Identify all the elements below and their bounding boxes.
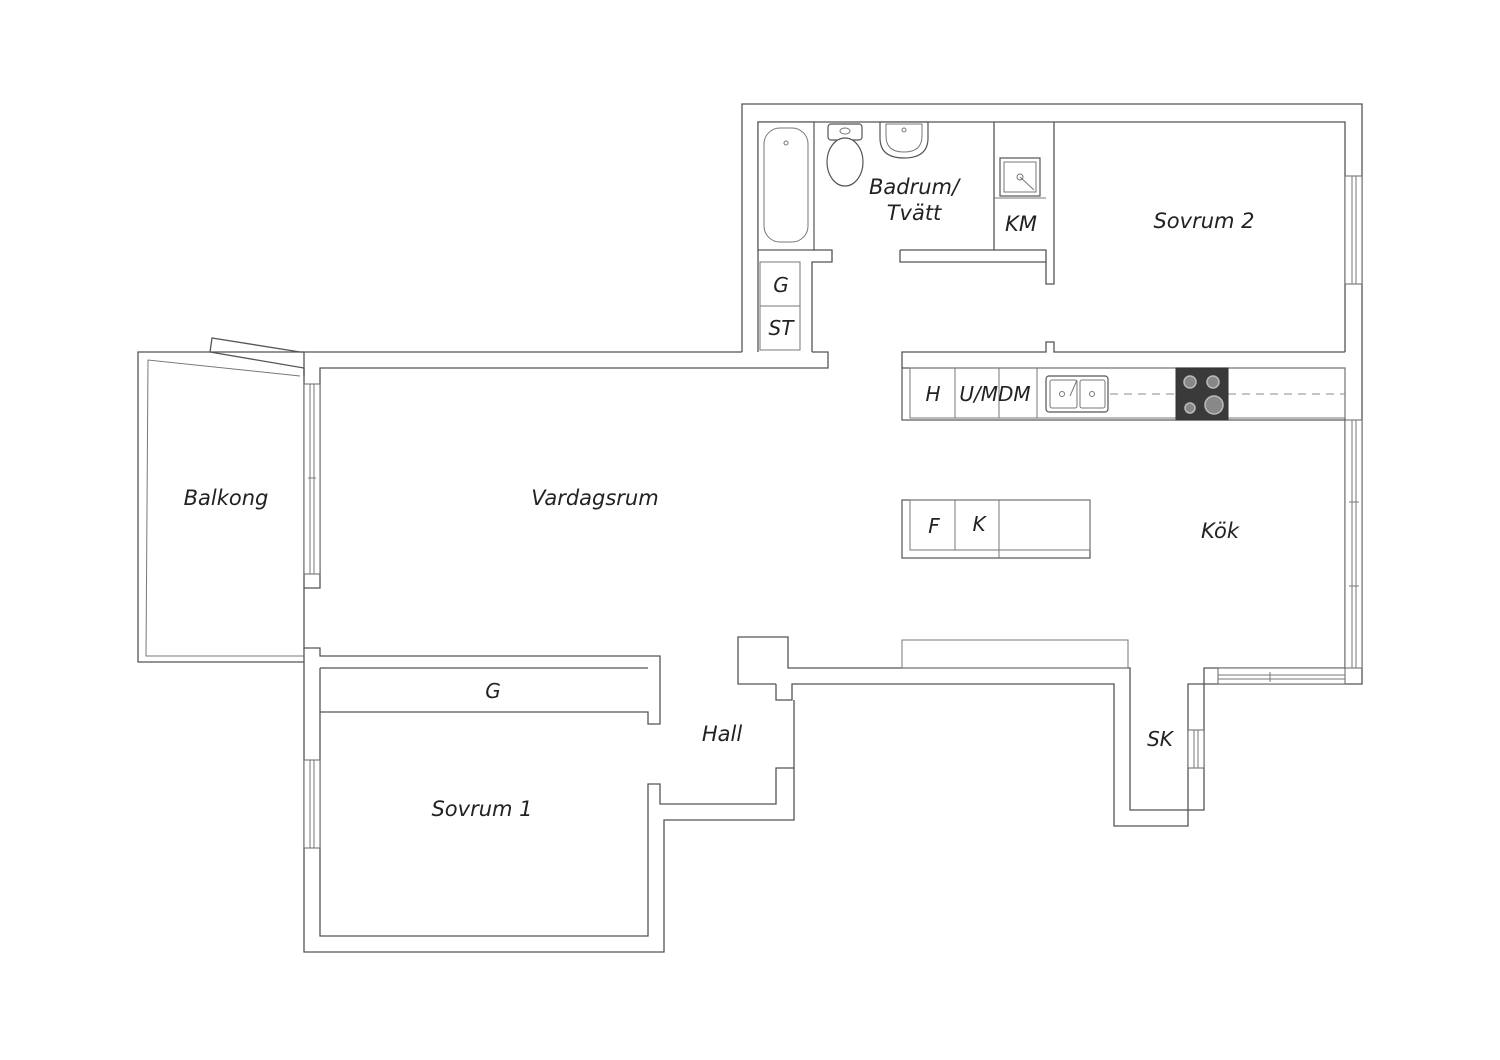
wall-bath-bottom	[811, 249, 833, 352]
window-sk	[1187, 729, 1205, 769]
label-km: KM	[1005, 212, 1037, 236]
label-kok: Kök	[1200, 519, 1240, 543]
hob-icon	[1175, 367, 1229, 421]
basin-icon	[879, 121, 929, 159]
label-sk: SK	[1147, 727, 1173, 751]
label-badrum-line1: Badrum/	[868, 175, 960, 199]
label-sovrum1: Sovrum 1	[431, 797, 533, 821]
kitchen-counter-inner	[909, 367, 1346, 419]
balcony-inner	[145, 359, 304, 657]
bathtub-icon	[757, 121, 815, 251]
label-badrum: Badrum/ Tvätt	[869, 174, 959, 226]
label-hall: Hall	[701, 722, 743, 746]
window-balcony-door	[303, 383, 321, 575]
label-st: ST	[768, 316, 794, 340]
wall-kitchen-top	[901, 341, 1345, 368]
wall-living-left	[303, 588, 661, 725]
label-balkong: Balkong	[183, 486, 269, 510]
label-g-sovrum1: G	[485, 679, 501, 703]
window-kitchen	[1344, 419, 1363, 669]
window-sovrum1	[303, 759, 321, 849]
kitchen-low-cabinet	[901, 639, 1129, 669]
wall-bath-bottom-right2	[899, 250, 1046, 263]
label-umdm: U/MDM	[959, 382, 1031, 406]
balcony-outline	[137, 351, 305, 663]
window-kitchen-bottom	[1217, 667, 1346, 685]
label-vardagsrum: Vardagsrum	[531, 486, 659, 510]
toilet-icon	[826, 123, 864, 187]
label-badrum-line2: Tvätt	[886, 201, 942, 225]
wall-living-top	[209, 337, 829, 589]
sink-icon	[1045, 375, 1109, 413]
storage-st-box	[759, 305, 801, 351]
label-sovrum2: Sovrum 2	[1153, 209, 1255, 233]
label-h: H	[925, 382, 941, 406]
wall-bedroom1	[303, 648, 795, 953]
washing-machine-icon	[999, 157, 1041, 197]
wall-bath-bottom-right	[900, 122, 1055, 285]
label-k: K	[972, 512, 986, 536]
wall-top-section	[741, 103, 1363, 827]
wall-right-inner	[737, 420, 1346, 811]
label-f: F	[928, 514, 940, 538]
window-sovrum2	[1344, 175, 1363, 285]
wall-bedroom1-inner	[319, 668, 794, 937]
label-g-storage: G	[773, 273, 789, 297]
